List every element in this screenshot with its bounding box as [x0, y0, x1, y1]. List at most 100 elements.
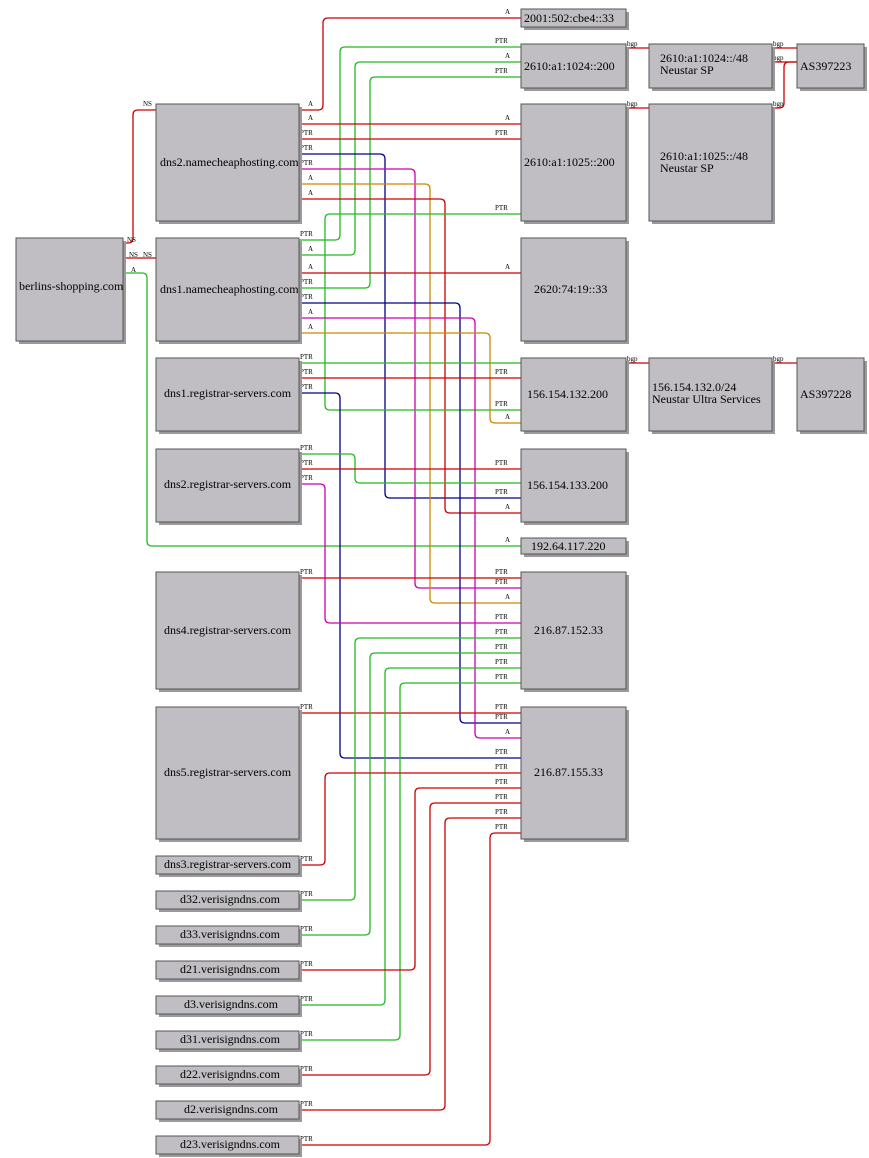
node-label: dns1.namecheaphosting.com: [160, 282, 299, 296]
edge-label: PTR: [300, 230, 313, 238]
node-ip216_152[interactable]: 216.87.152.33: [520, 571, 629, 692]
edge-ptr-dns1rs-navy: PTR PTR: [299, 383, 521, 759]
edge-ns-dns1nc: NS NS: [123, 251, 156, 259]
node-d3[interactable]: d3.verisigndns.com: [155, 995, 302, 1017]
edge-label: PTR: [495, 703, 508, 711]
node-label: dns2.namecheaphosting.com: [160, 155, 299, 169]
edge-label: A: [308, 308, 313, 316]
edge-ptr-152-a: PTR PTR: [299, 628, 521, 901]
edge-label: A: [505, 114, 510, 122]
node-ip2620[interactable]: 2620:74:19::33: [520, 237, 629, 344]
node-dns2nc[interactable]: dns2.namecheaphosting.com: [155, 103, 302, 224]
edge-bgp-1024: bgp: [626, 40, 649, 49]
node-d33[interactable]: d33.verisigndns.com: [155, 925, 302, 947]
edge-label: bgp: [627, 355, 638, 363]
edge-label: bgp: [627, 100, 638, 108]
edge-label: NS: [143, 251, 152, 259]
node-label: dns4.registrar-servers.com: [164, 623, 292, 637]
node-label: d23.verisigndns.com: [180, 1137, 281, 1151]
node-label: d3.verisigndns.com: [184, 997, 279, 1011]
edge-label: A: [505, 52, 510, 60]
node-d23[interactable]: d23.verisigndns.com: [155, 1135, 302, 1157]
node-label: d2.verisigndns.com: [184, 1102, 279, 1116]
edge-a-dns2nc-orange: AA: [299, 174, 521, 604]
node-d32[interactable]: d32.verisigndns.com: [155, 890, 302, 912]
node-label: 2620:74:19::33: [534, 282, 607, 296]
node-ip2610_1025[interactable]: 2610:a1:1025::200: [520, 103, 629, 224]
node-ip2610_1024[interactable]: 2610:a1:1024::200: [520, 43, 629, 91]
edge-label: PTR: [300, 159, 313, 167]
edge-ptr-155-a: PTR PTR: [299, 763, 521, 866]
edge-label: PTR: [495, 748, 508, 756]
node-label: 216.87.155.33: [534, 765, 603, 779]
edge-a-dns1nc-orange: AA: [299, 323, 521, 424]
node-dns2rs[interactable]: dns2.registrar-servers.com: [155, 448, 302, 525]
edge-label: PTR: [300, 459, 313, 467]
node-label: d31.verisigndns.com: [180, 1032, 281, 1046]
node-d2[interactable]: d2.verisigndns.com: [155, 1100, 302, 1122]
node-dns1rs[interactable]: dns1.registrar-servers.com: [155, 357, 302, 434]
edge-a-dns2nc-red2: AA: [299, 189, 521, 514]
node-label: dns5.registrar-servers.com: [164, 765, 292, 779]
edge-bgp-pfx1025-as: bgp: [772, 61, 797, 109]
node-dns1nc[interactable]: dns1.namecheaphosting.com: [155, 237, 302, 344]
node-as223[interactable]: AS397223: [796, 43, 867, 91]
edge-label: PTR: [495, 778, 508, 786]
edge-ptr-dns2nc-mag: PTR PTR: [299, 159, 521, 589]
edge-label: PTR: [300, 1135, 313, 1143]
edge-label: NS: [129, 251, 138, 259]
node-ip2001[interactable]: 2001:502:cbe4::33: [520, 8, 629, 30]
edge-label: PTR: [495, 568, 508, 576]
node-berlins[interactable]: berlins-shopping.com: [15, 237, 126, 344]
node-sublabel: Neustar SP: [660, 63, 714, 77]
edge-ptr-dns2rs-green: PTR: [299, 444, 521, 484]
node-ip216_155[interactable]: 216.87.155.33: [520, 706, 629, 842]
edge-label: A: [505, 263, 510, 271]
node-label: d33.verisigndns.com: [180, 927, 281, 941]
edge-label: PTR: [495, 459, 508, 467]
node-d31[interactable]: d31.verisigndns.com: [155, 1030, 302, 1052]
edge-label: PTR: [495, 129, 508, 137]
edge-ptr-1024-dns2nc: PTR PTR: [299, 37, 521, 241]
edge-label: PTR: [300, 444, 313, 452]
edge-label: A: [505, 413, 510, 421]
edge-label: A: [505, 593, 510, 601]
node-ip156_133[interactable]: 156.154.133.200: [520, 448, 629, 525]
edge-bgp-1025: bgp: [626, 100, 649, 109]
node-dns3rs[interactable]: dns3.registrar-servers.com: [155, 855, 302, 877]
edge-a-berlins-192: AA: [123, 266, 521, 547]
node-ip156_132[interactable]: 156.154.132.200: [520, 357, 629, 434]
node-d21[interactable]: d21.verisigndns.com: [155, 960, 302, 982]
edge-label: PTR: [495, 763, 508, 771]
node-dns5rs[interactable]: dns5.registrar-servers.com: [155, 706, 302, 842]
node-sublabel: Neustar Ultra Services: [652, 392, 761, 406]
edge-label: PTR: [495, 204, 508, 212]
nodes-layer: berlins-shopping.com dns2.namecheaphostin…: [15, 8, 867, 1157]
node-dns4rs[interactable]: dns4.registrar-servers.com: [155, 571, 302, 692]
node-label: 2610:a1:1025::/48: [660, 149, 748, 163]
edge-label: PTR: [495, 673, 508, 681]
node-label: dns2.registrar-servers.com: [164, 477, 292, 491]
edge-a-dns1nc-mag: AA: [299, 308, 521, 739]
edge-label: A: [505, 503, 510, 511]
node-label: d32.verisigndns.com: [180, 892, 281, 906]
edge-label: PTR: [495, 658, 508, 666]
edge-label: A: [308, 245, 313, 253]
node-as228[interactable]: AS397228: [796, 357, 867, 434]
edge-label: bgp: [773, 40, 784, 48]
node-d22[interactable]: d22.verisigndns.com: [155, 1065, 302, 1087]
node-ip192[interactable]: 192.64.117.220: [520, 537, 629, 557]
node-label: 2001:502:cbe4::33: [524, 11, 614, 25]
node-label: 156.154.132.200: [527, 387, 608, 401]
edge-label: PTR: [300, 368, 313, 376]
